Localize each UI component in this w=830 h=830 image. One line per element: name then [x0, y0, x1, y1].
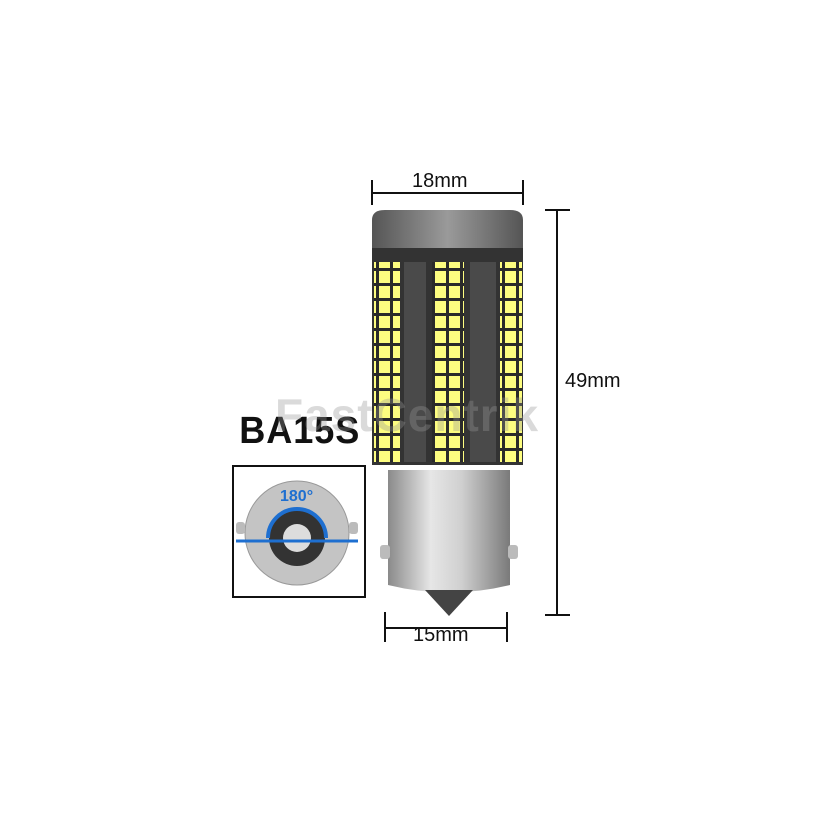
height-label: 49mm — [565, 370, 621, 392]
base-width-label: 15mm — [413, 624, 469, 646]
watermark: FastCentrik — [275, 389, 540, 441]
base-type-label: BA15S — [239, 410, 361, 452]
top-width-label: 18mm — [412, 170, 468, 192]
pin-angle-label: 180° — [280, 488, 314, 505]
base-end-view-frame — [232, 465, 366, 598]
dimension-lines — [371, 180, 570, 642]
led-bulb — [372, 210, 523, 616]
base-end-view — [236, 480, 358, 586]
